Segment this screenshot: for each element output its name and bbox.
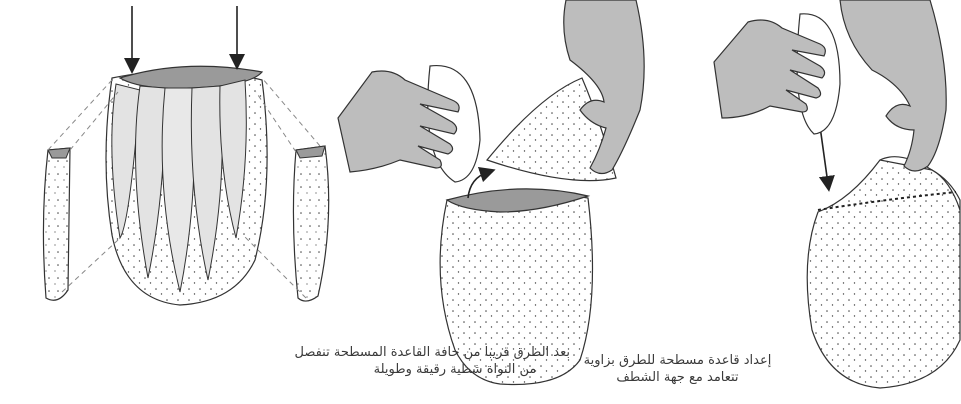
caption-line: من النواة شظية رقيقة وطويلة: [340, 361, 570, 378]
detached-flake-left: [43, 148, 70, 300]
caption-line: إعداد قاعدة مسطحة للطرق بزاوية: [560, 352, 795, 369]
caption-platform-preparation: إعداد قاعدة مسطحة للطرق بزاوية تتعامد مع…: [560, 352, 795, 386]
blade-core-figure: [43, 6, 328, 305]
caption-line: تتعامد مع جهة الشطف: [560, 369, 795, 386]
detached-flake-right: [293, 146, 328, 301]
platform-removal-figure: [338, 0, 644, 385]
caption-flake-removal: بعد الطرق قريبا من حافة القاعدة المسطحة …: [340, 344, 570, 378]
platform-preparation-figure: [714, 0, 960, 388]
caption-line: بعد الطرق قريبا من حافة القاعدة المسطحة …: [340, 344, 570, 361]
right-hand: [840, 0, 946, 171]
